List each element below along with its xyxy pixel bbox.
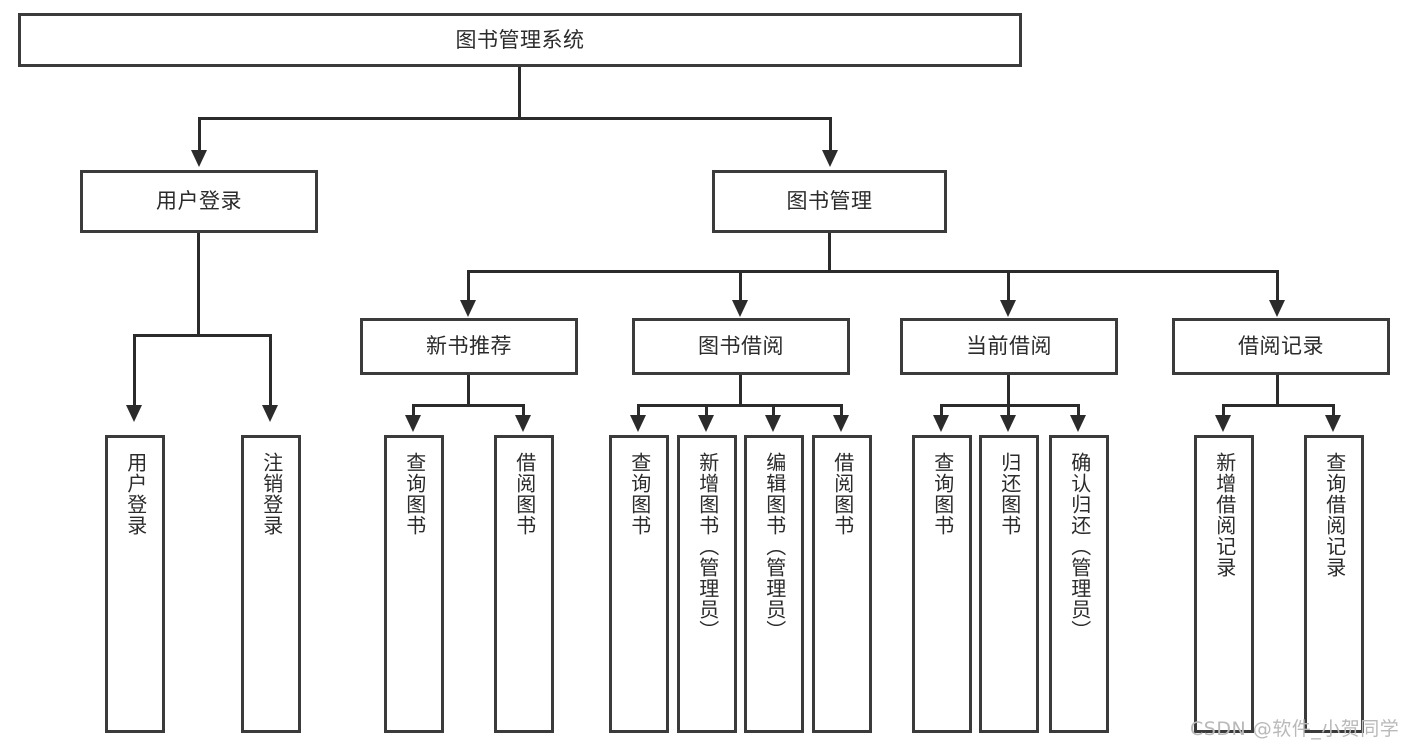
node-label: 图书管理系统	[455, 27, 585, 52]
node-leaf-query-book-2[interactable]: 查询图书	[609, 435, 669, 733]
connector-user-login-stem	[197, 233, 200, 336]
arrowhead-icon-borrow-record	[1269, 300, 1285, 317]
arrowhead-icon-leaf-query-book-2	[630, 415, 646, 432]
arrowhead-icon-leaf-query-record	[1325, 415, 1341, 432]
arrowhead-icon-current-borrow	[1000, 300, 1016, 317]
node-leaf-query-book-3[interactable]: 查询图书	[912, 435, 972, 733]
arrowhead-icon-leaf-add-record	[1215, 415, 1231, 432]
connector-root-bus	[198, 117, 832, 120]
connector-current-borrow-stem	[1007, 375, 1010, 407]
connector-borrow-record-bus	[1222, 404, 1335, 407]
connector-bb-to-leaf-4	[840, 404, 843, 418]
node-label: 新增借阅记录	[1212, 452, 1237, 578]
node-current-borrow[interactable]: 当前借阅	[900, 318, 1118, 375]
node-book-borrow[interactable]: 图书借阅	[632, 318, 850, 375]
arrowhead-icon-leaf-logout-login	[262, 405, 278, 422]
node-label: 用户登录	[123, 452, 148, 536]
arrowhead-icon-book-borrow	[732, 300, 748, 317]
node-leaf-borrow-book-1[interactable]: 借阅图书	[494, 435, 554, 733]
connector-br-to-leaf-2	[1332, 404, 1335, 418]
node-leaf-borrow-book-2[interactable]: 借阅图书	[812, 435, 872, 733]
connector-bb-to-leaf-1	[637, 404, 640, 418]
node-leaf-return-book[interactable]: 归还图书	[979, 435, 1039, 733]
node-label: 新增图书（管理员）	[695, 452, 720, 641]
connector-new-book-recommend-stem	[467, 375, 470, 407]
connector-root-to-user-login	[198, 117, 201, 152]
node-label: 用户登录	[156, 189, 242, 214]
node-new-book-recommend[interactable]: 新书推荐	[360, 318, 578, 375]
node-label: 编辑图书（管理员）	[762, 452, 787, 641]
node-leaf-edit-book[interactable]: 编辑图书（管理员）	[744, 435, 804, 733]
arrowhead-icon-leaf-user-login	[126, 405, 142, 422]
arrowhead-icon-user-login	[191, 150, 207, 167]
connector-cb-to-leaf-2	[1007, 404, 1010, 418]
connector-nbr-to-leaf-1	[412, 404, 415, 418]
connector-bb-to-leaf-3	[772, 404, 775, 418]
connector-book-borrow-stem	[739, 375, 742, 407]
node-borrow-record[interactable]: 借阅记录	[1172, 318, 1390, 375]
connector-user-login-bus	[133, 334, 272, 337]
node-label: 查询借阅记录	[1322, 452, 1347, 578]
connector-borrow-record-stem	[1276, 375, 1279, 407]
connector-nbr-to-leaf-2	[522, 404, 525, 418]
watermark-text: CSDN @软件_小贺同学	[1190, 718, 1400, 740]
node-label: 借阅图书	[512, 452, 537, 536]
node-leaf-query-record[interactable]: 查询借阅记录	[1304, 435, 1364, 733]
connector-user-login-to-leaf-1	[133, 334, 136, 407]
node-book-management[interactable]: 图书管理	[712, 170, 947, 233]
node-label: 新书推荐	[426, 334, 512, 359]
arrowhead-icon-leaf-borrow-book-1	[515, 415, 531, 432]
node-label: 查询图书	[627, 452, 652, 536]
node-leaf-add-book[interactable]: 新增图书（管理员）	[677, 435, 737, 733]
arrowhead-icon-leaf-query-book-1	[405, 415, 421, 432]
node-user-login[interactable]: 用户登录	[80, 170, 318, 233]
arrowhead-icon-leaf-return-book	[1000, 415, 1016, 432]
connector-bb-to-leaf-2	[705, 404, 708, 418]
node-leaf-confirm-return[interactable]: 确认归还（管理员）	[1049, 435, 1109, 733]
node-label: 查询图书	[402, 452, 427, 536]
connector-current-borrow-bus	[940, 404, 1080, 407]
connector-cb-to-leaf-3	[1077, 404, 1080, 418]
connector-br-to-leaf-1	[1222, 404, 1225, 418]
connector-to-borrow-record	[1276, 270, 1279, 302]
connector-to-current-borrow	[1007, 270, 1010, 302]
arrowhead-icon-new-book-recommend	[460, 300, 476, 317]
arrowhead-icon-book-management	[822, 150, 838, 167]
connector-new-book-recommend-bus	[412, 404, 525, 407]
node-label: 确认归还（管理员）	[1067, 452, 1092, 641]
arrowhead-icon-leaf-add-book	[698, 415, 714, 432]
arrowhead-icon-leaf-borrow-book-2	[833, 415, 849, 432]
node-label: 当前借阅	[966, 334, 1052, 359]
connector-cb-to-leaf-1	[940, 404, 943, 418]
node-label: 查询图书	[930, 452, 955, 536]
connector-to-new-book-recommend	[467, 270, 470, 302]
connector-book-management-stem	[828, 233, 831, 272]
arrowhead-icon-leaf-edit-book	[765, 415, 781, 432]
arrowhead-icon-leaf-confirm-return	[1070, 415, 1086, 432]
node-label: 借阅图书	[830, 452, 855, 536]
node-label: 归还图书	[997, 452, 1022, 536]
connector-user-login-to-leaf-2	[269, 334, 272, 407]
connector-book-management-bus	[467, 270, 1279, 273]
node-root-book-management-system[interactable]: 图书管理系统	[18, 13, 1022, 67]
connector-root-stem	[518, 67, 521, 119]
connector-to-book-borrow	[739, 270, 742, 302]
node-label: 注销登录	[259, 452, 284, 536]
node-leaf-query-book-1[interactable]: 查询图书	[384, 435, 444, 733]
node-leaf-logout-login[interactable]: 注销登录	[241, 435, 301, 733]
node-leaf-user-login[interactable]: 用户登录	[105, 435, 165, 733]
node-label: 借阅记录	[1238, 334, 1324, 359]
node-label: 图书借阅	[698, 334, 784, 359]
node-label: 图书管理	[786, 189, 873, 214]
node-leaf-add-record[interactable]: 新增借阅记录	[1194, 435, 1254, 733]
arrowhead-icon-leaf-query-book-3	[933, 415, 949, 432]
connector-book-borrow-bus	[637, 404, 840, 407]
connector-root-to-book-management	[829, 117, 832, 152]
